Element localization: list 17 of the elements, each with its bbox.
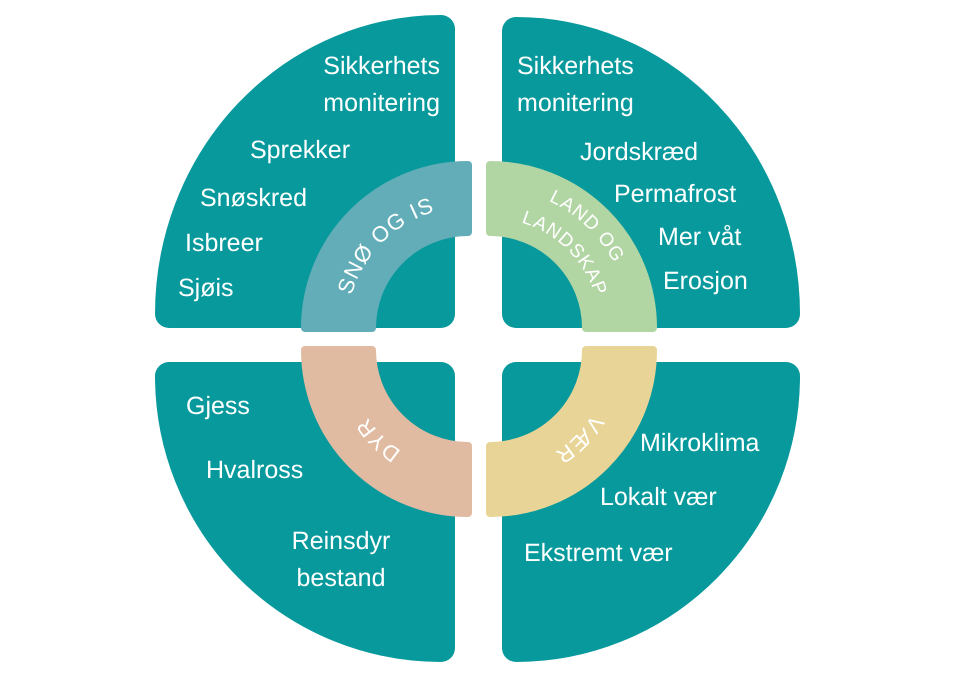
topic-label: Erosjon (663, 266, 748, 297)
topic-label: Reinsdyr bestand (290, 526, 392, 594)
topic-label: Sikkerhets monitering (322, 51, 440, 119)
topic-label: Ekstremt vær (524, 538, 673, 569)
topic-label: Mer våt (658, 222, 742, 253)
topic-label: Gjess (186, 391, 250, 422)
topic-label: Sprekker (250, 135, 350, 166)
topic-label: Isbreer (185, 228, 263, 259)
topic-label: Snøskred (200, 183, 307, 214)
topic-label: Mikroklima (640, 428, 760, 459)
topic-label: Sjøis (178, 273, 234, 304)
topic-label: Hvalross (206, 455, 304, 486)
topic-label: Permafrost (614, 179, 736, 210)
topic-label: Jordskræd (580, 137, 698, 168)
topic-label: Sikkerhets monitering (517, 51, 635, 119)
topic-label: Lokalt vær (600, 482, 717, 513)
arc-band (301, 346, 472, 517)
